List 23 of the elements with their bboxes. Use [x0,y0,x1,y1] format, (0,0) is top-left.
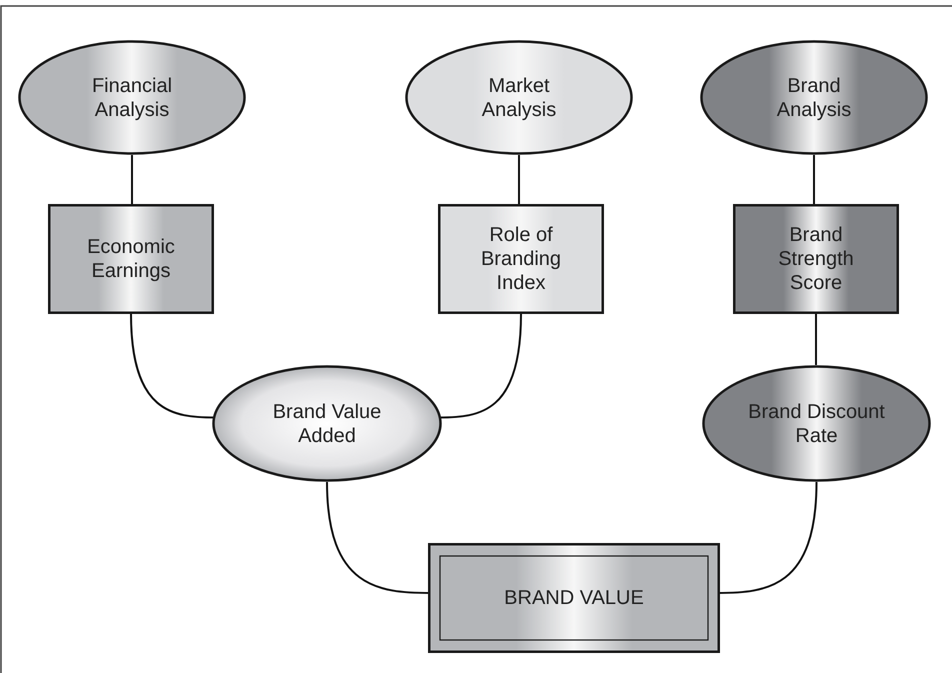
node-label: Economic Earnings [86,235,176,283]
node-label: Role of Branding Index [480,223,562,295]
node-label: Brand Strength Score [777,223,855,295]
node-label: Brand Analysis [776,74,852,122]
connector-line [130,314,216,418]
connector-line [813,155,815,204]
ellipse-node [702,365,931,482]
node-label: BRAND VALUE [504,586,644,610]
connector-line [815,314,817,365]
ellipse-node [405,40,633,155]
connector-line [131,155,133,204]
process-box [733,204,899,314]
connector-line [518,155,520,204]
process-box [48,204,214,314]
connector-line [438,314,522,418]
ellipse-node [700,40,928,155]
ellipse-node [212,365,442,482]
node-label: Market Analysis [480,74,558,122]
node-label: Financial Analysis [90,74,174,122]
ellipse-node [18,40,246,155]
result-box [428,543,720,653]
process-box [438,204,604,314]
node-label: Brand Value Added [272,400,382,448]
